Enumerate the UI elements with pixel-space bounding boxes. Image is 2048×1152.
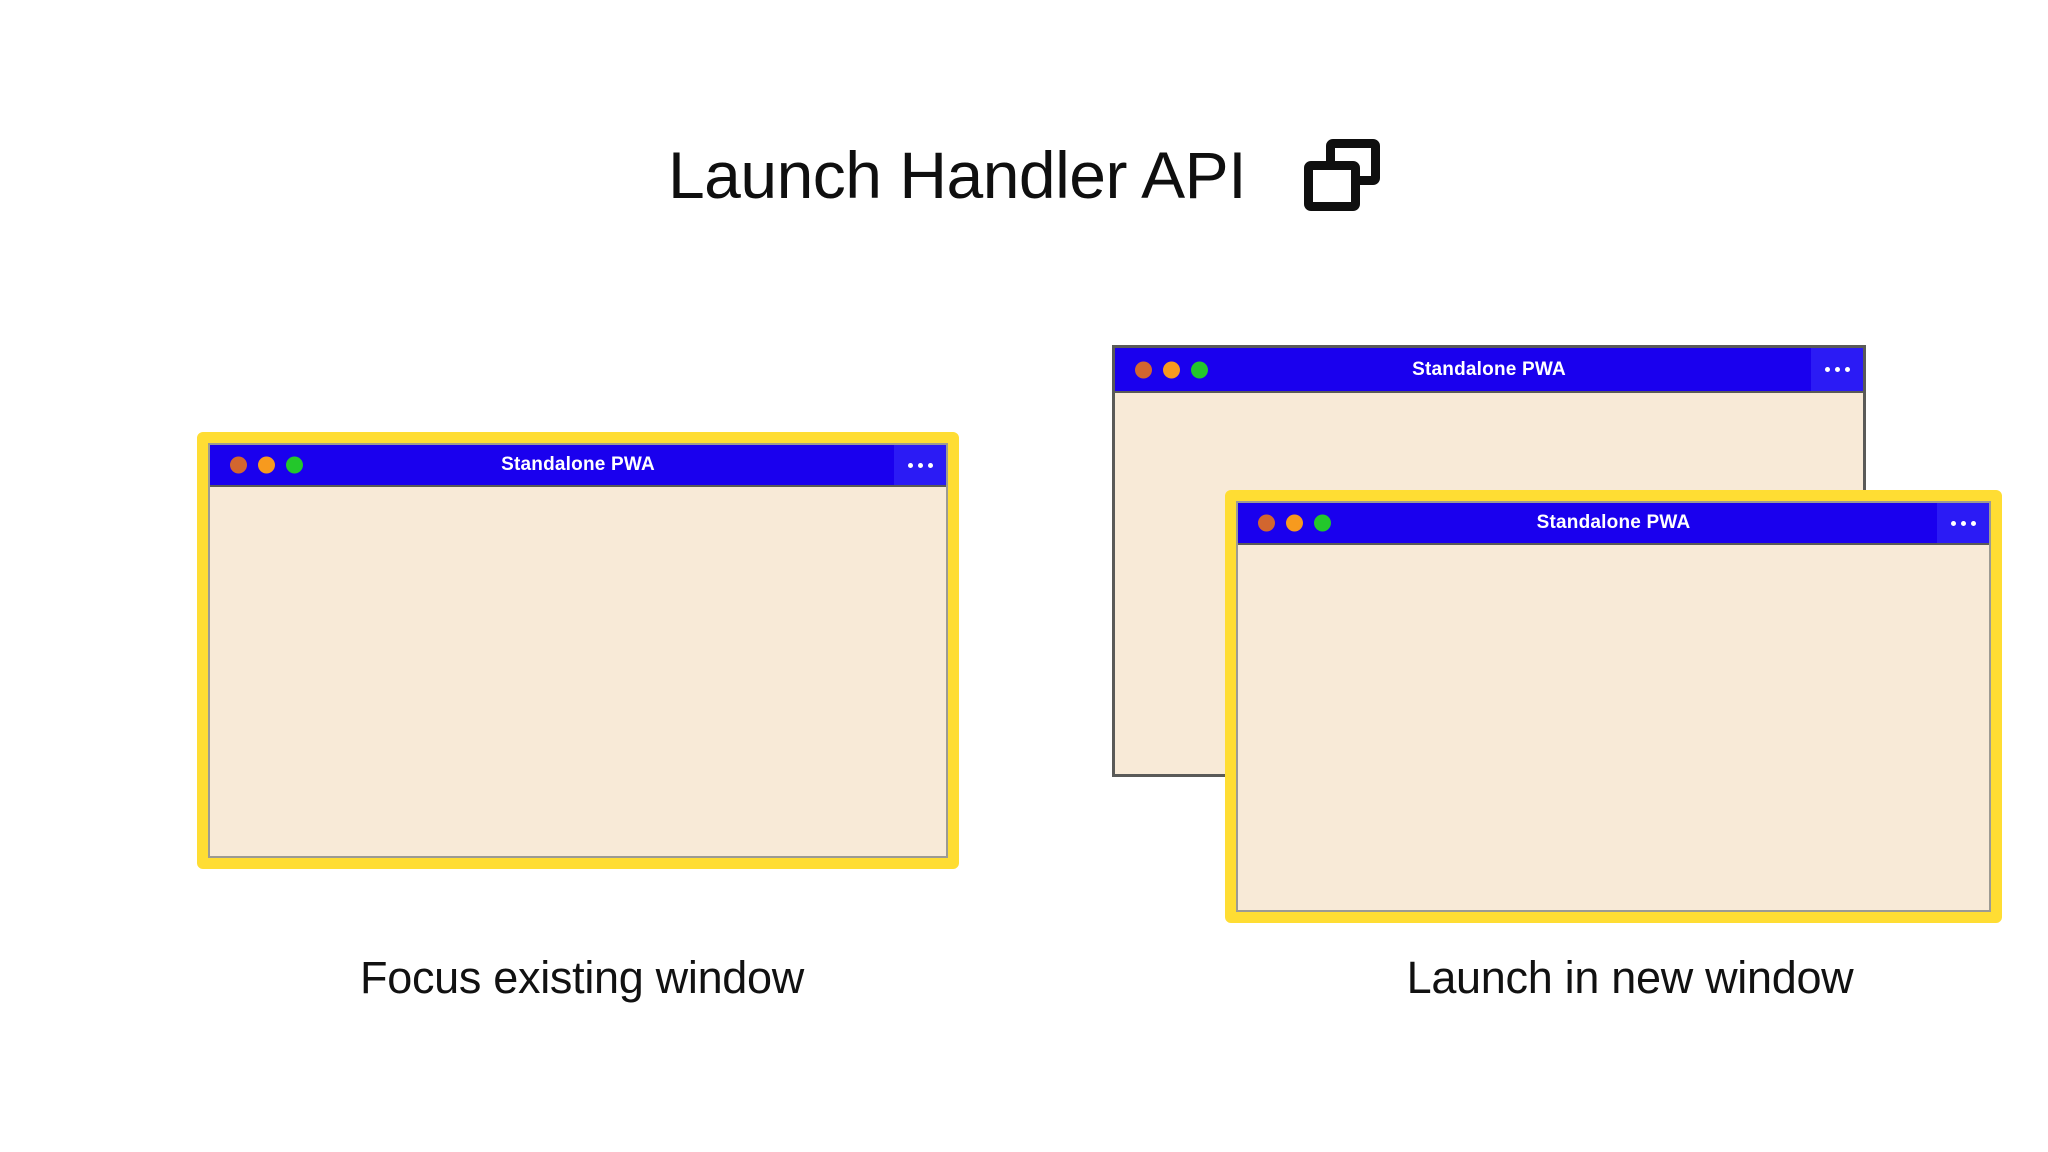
close-button-icon[interactable] — [1258, 514, 1275, 532]
window-icon-front-rect — [1304, 161, 1361, 211]
maximize-button-icon[interactable] — [1191, 361, 1208, 378]
menu-dot — [1970, 520, 1976, 526]
window-content-area — [1238, 545, 1989, 910]
caption-launch-in-new-window: Launch in new window — [1406, 952, 1854, 1003]
window-title: Standalone PWA — [1412, 358, 1566, 380]
page-header: Launch Handler API — [0, 120, 2048, 230]
maximize-button-icon[interactable] — [1314, 514, 1331, 532]
maximize-button-icon[interactable] — [286, 456, 303, 474]
close-button-icon[interactable] — [1135, 361, 1152, 378]
window-inner: Standalone PWA — [208, 443, 948, 858]
menu-dot — [1960, 520, 1966, 526]
windows-overlap-icon — [1304, 139, 1381, 211]
pwa-window-focused-existing[interactable]: Standalone PWA — [197, 432, 959, 869]
minimize-button-icon[interactable] — [258, 456, 275, 474]
overflow-menu-icon[interactable] — [1811, 348, 1863, 391]
menu-dot — [1834, 367, 1840, 372]
window-titlebar[interactable]: Standalone PWA — [210, 445, 946, 487]
menu-dot — [1950, 520, 1956, 526]
page-title: Launch Handler API — [667, 138, 1247, 212]
window-title: Standalone PWA — [501, 454, 655, 475]
window-content-area — [210, 487, 946, 856]
traffic-lights — [1258, 514, 1331, 532]
overflow-menu-icon[interactable] — [894, 445, 946, 485]
traffic-lights — [230, 456, 303, 474]
menu-dot — [1844, 367, 1850, 372]
minimize-button-icon[interactable] — [1286, 514, 1303, 532]
menu-dot — [927, 462, 933, 468]
window-inner: Standalone PWA — [1236, 501, 1991, 912]
window-titlebar[interactable]: Standalone PWA — [1115, 348, 1863, 393]
menu-dot — [917, 462, 923, 468]
overflow-menu-icon[interactable] — [1937, 503, 1989, 543]
minimize-button-icon[interactable] — [1163, 361, 1180, 378]
traffic-lights — [1135, 361, 1208, 378]
close-button-icon[interactable] — [230, 456, 247, 474]
window-title: Standalone PWA — [1536, 512, 1691, 533]
menu-dot — [1824, 367, 1830, 372]
menu-dot — [907, 462, 913, 468]
caption-focus-existing-window: Focus existing window — [360, 952, 804, 1003]
window-titlebar[interactable]: Standalone PWA — [1238, 503, 1989, 545]
pwa-window-newly-launched[interactable]: Standalone PWA — [1225, 490, 2002, 923]
